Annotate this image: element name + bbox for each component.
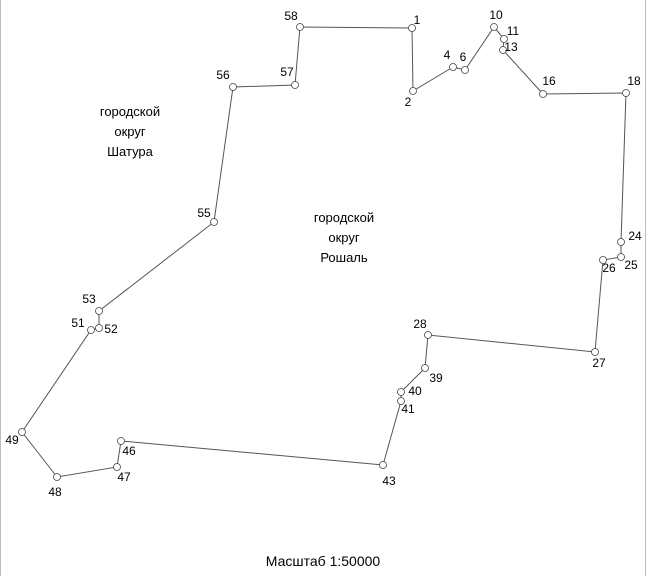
boundary-point-label: 11 [507,24,520,38]
boundary-point-label: 25 [624,258,638,272]
boundary-point-label: 28 [413,317,427,331]
left-border [0,0,1,576]
boundary-point-label: 43 [382,474,396,488]
region-label-line: округ [328,230,360,245]
boundary-point-label: 51 [71,316,85,330]
boundary-point-marker [397,388,405,396]
boundary-point-label: 13 [504,40,518,54]
boundary-point-marker [229,83,237,91]
boundary-point-label: 18 [627,74,641,88]
boundary-point-marker [379,461,387,469]
boundary-markers [18,23,630,481]
region-label-line: городской [313,210,375,225]
boundary-point-label: 39 [429,371,443,385]
boundary-point-marker [409,87,417,95]
boundary-point-label: 24 [628,229,642,243]
boundary-point-label: 16 [542,74,556,88]
boundary-point-marker [499,46,507,54]
boundary-point-marker [424,331,432,339]
scale-label: Масштаб 1:50000 [265,553,381,569]
boundary-point-label: 2 [405,95,412,109]
boundary-point-marker [408,24,416,32]
boundary-point-label: 41 [401,402,415,416]
boundary-point-marker [18,428,26,436]
boundary-point-marker [95,324,103,332]
boundary-point-marker [95,307,103,315]
boundary-point-marker [87,326,95,334]
boundary-point-marker [461,66,469,74]
boundary-point-marker [500,35,508,43]
boundary-point-marker [397,397,405,405]
region-label-line: Рошаль [320,250,368,265]
boundary-point-label: 48 [48,485,62,499]
boundary-point-marker [449,63,457,71]
boundary-point-marker [622,89,630,97]
boundary-point-marker [591,348,599,356]
region-label-line: Шатура [107,144,153,159]
boundary-point-label: 52 [104,322,118,336]
boundary-point-label: 27 [592,356,606,370]
boundary-point-label: 58 [284,9,298,23]
boundary-point-marker [490,23,498,31]
boundary-point-label: 57 [280,65,294,79]
region-label-line: городской [99,104,161,119]
boundary-point-label: 40 [408,384,422,398]
boundary-point-label: 26 [602,261,616,275]
region-label-shatura: городской округ Шатура [80,102,180,162]
boundary-point-label: 4 [444,48,451,62]
boundary-point-label: 47 [117,470,131,484]
boundary-point-marker [617,253,625,261]
boundary-point-marker [539,90,547,98]
region-label-line: округ [114,124,146,139]
boundary-point-label: 56 [216,68,230,82]
region-label-roshal: городской округ Рошаль [294,208,394,268]
boundary-point-marker [599,256,607,264]
boundary-point-label: 55 [197,206,211,220]
boundary-point-marker [210,218,218,226]
boundary-point-marker [291,81,299,89]
boundary-point-label: 53 [82,292,96,306]
boundary-point-marker [53,473,61,481]
boundary-point-marker [296,23,304,31]
boundary-point-label: 6 [460,50,467,64]
boundary-point-marker [617,238,625,246]
boundary-point-label: 1 [414,13,421,27]
boundary-point-label: 49 [5,433,19,447]
boundary-point-marker [113,463,121,471]
boundary-point-label: 46 [122,444,136,458]
boundary-point-label: 10 [489,8,503,22]
boundary-point-marker [117,437,125,445]
boundary-point-marker [421,364,429,372]
